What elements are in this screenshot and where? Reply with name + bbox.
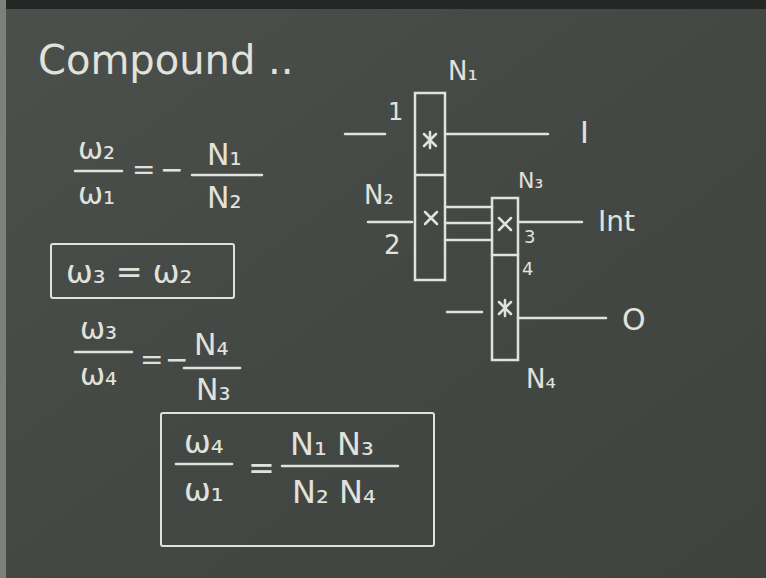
- gear-label: 3: [524, 228, 535, 246]
- shaft-line: [368, 221, 412, 224]
- gear-divider: [415, 174, 445, 177]
- equation-symbol: N₁: [207, 140, 241, 170]
- fraction-bar: [75, 351, 132, 354]
- gear-label: N₃: [518, 170, 543, 192]
- gear-label: N₁: [448, 58, 478, 84]
- title: Compound ..: [38, 40, 293, 80]
- equation-symbol: ω₂: [78, 134, 115, 164]
- gear-label: O: [622, 305, 646, 335]
- equation-text: ω₁: [184, 474, 224, 506]
- key-mark: [499, 218, 511, 230]
- input-shaft: [345, 133, 385, 136]
- output-shaft: [447, 311, 482, 314]
- equation-symbol: ω₄: [80, 360, 117, 390]
- gear-divider: [492, 254, 518, 257]
- gear-label: N₂: [364, 182, 394, 208]
- equation-text: ω₄: [184, 426, 224, 458]
- equation-text: =: [248, 452, 275, 484]
- mesh-line: [445, 222, 492, 225]
- equation-symbol: N₂: [207, 183, 241, 213]
- boxed-equation: ω₃ = ω₂: [50, 243, 235, 299]
- fraction-bar: [176, 463, 232, 466]
- bearing-mark: [424, 132, 436, 148]
- equation-symbol: =: [140, 346, 163, 374]
- gear-label: 1: [388, 100, 403, 124]
- equation-text: N₂ N₄: [292, 476, 376, 508]
- gear-label: 2: [384, 232, 401, 258]
- fraction-bar: [75, 170, 122, 173]
- board-frame: [0, 0, 766, 9]
- gear-pair-3-4: [492, 198, 518, 360]
- board-edge: [0, 0, 6, 578]
- gear-label: 4: [522, 260, 533, 278]
- gear-pair-1-2: [415, 93, 445, 280]
- gear-label: N₄: [526, 366, 556, 392]
- fraction-bar: [184, 367, 240, 370]
- equation-symbol: N₄: [194, 330, 228, 360]
- output-shaft: [518, 317, 606, 320]
- equation-symbol: −: [160, 156, 183, 184]
- gear-label: Int: [598, 208, 635, 236]
- fraction-bar: [192, 174, 262, 177]
- equation-symbol: =: [132, 156, 155, 184]
- mesh-line: [445, 206, 492, 209]
- boxed-equation: ω₄ ω₁ = N₁ N₃ N₂ N₄: [160, 412, 435, 547]
- intermediate-shaft: [518, 221, 582, 224]
- equation-symbol: ω₃: [80, 314, 117, 344]
- equation-symbol: N₃: [196, 375, 230, 405]
- gear-label: I: [580, 118, 589, 148]
- equation-symbol: −: [165, 346, 188, 374]
- equation-symbol: ω₁: [78, 179, 115, 209]
- fraction-bar: [282, 465, 398, 468]
- bearing-mark: [499, 300, 511, 316]
- equation-text: ω₃ = ω₂: [66, 256, 192, 288]
- equation-text: N₁ N₃: [290, 428, 374, 460]
- input-shaft: [445, 133, 548, 136]
- mesh-line: [445, 239, 492, 242]
- key-mark: [425, 212, 437, 224]
